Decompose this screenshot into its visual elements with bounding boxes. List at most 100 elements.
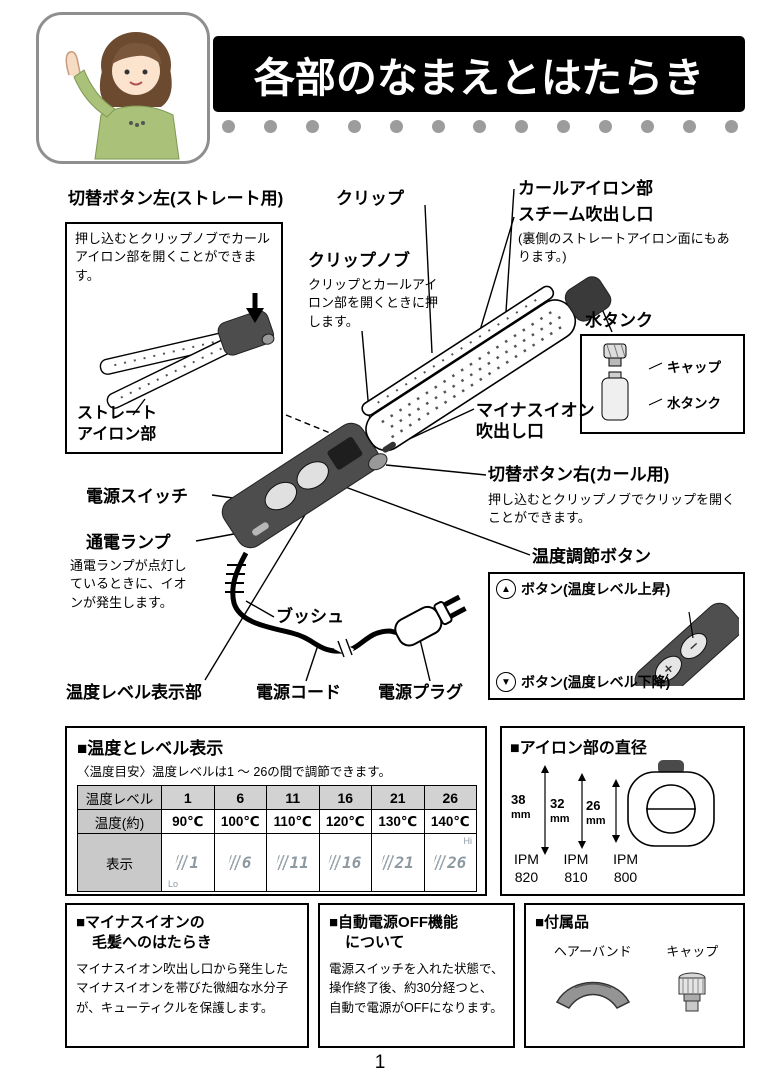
ion-body: マイナスイオン吹出し口から発生したマイナスイオンを帯びた微細な水分子が、キューテ…: [76, 962, 289, 1015]
temperature-table: 温度レベル 1 6 11 16 21 26 温度(約) 90℃ 100℃ 110…: [77, 785, 477, 892]
hairband-icon: [555, 981, 630, 1009]
accessory-cap: キャップ: [666, 941, 718, 1016]
diameter-illustration: 38 mm 32 mm 26 mm: [511, 760, 715, 855]
label-temp-button: 温度調節ボタン: [532, 547, 651, 566]
temp-cell: 90℃: [161, 809, 215, 834]
temp-buttons-box: ▲ ボタン(温度レベル上昇) ▼ ボタン(温度レベル下降): [488, 572, 745, 700]
level-cell: 16: [318, 785, 372, 810]
level-cell: 1: [161, 785, 215, 810]
label-water-tank: 水タンク: [585, 311, 653, 330]
temperature-section: ■温度とレベル表示 〈温度目安〉温度レベルは1 〜 26の間で調節できます。 温…: [65, 726, 487, 896]
label-bush: ブッシュ: [276, 607, 344, 626]
ion-heading-line2: 毛髪へのはたらき: [92, 933, 212, 951]
auto-off-heading-line1: ■自動電源OFF機能: [329, 914, 459, 931]
row-label-cell: 温度(約): [77, 809, 162, 834]
display-row: 表示 1 Lo 6 11 16 21 26: [77, 833, 477, 892]
clip-knob-part: [368, 453, 388, 471]
down-triangle-icon: ▼: [496, 672, 516, 692]
minus-ion-info-box: ■マイナスイオンの 毛髪へのはたらき マイナスイオン吹出し口から発生したマイナス…: [65, 903, 309, 1048]
label-power-cord: 電源コード: [256, 683, 341, 702]
auto-off-heading-line2: について: [345, 933, 405, 951]
up-button-row: ▲ ボタン(温度レベル上昇): [496, 579, 737, 599]
lo-indicator: Lo: [168, 879, 179, 889]
label-power-plug: 電源プラグ: [378, 683, 463, 702]
steam-level-icon: [380, 855, 395, 870]
title-dots: [222, 120, 738, 133]
label-straight-iron: ストレートアイロン部: [77, 405, 158, 444]
level-cell: 11: [266, 785, 320, 810]
cord-bushing-illustration: [225, 564, 246, 593]
accessories-heading: ■付属品: [535, 914, 590, 931]
down-button-row: ▼ ボタン(温度レベル下降): [496, 672, 670, 692]
display-cell: 26 Hi: [423, 833, 477, 892]
display-cell: 21: [371, 833, 425, 892]
svg-text:mm: mm: [511, 809, 531, 821]
minus-ion-outlet-part: [382, 441, 396, 453]
display-cell: 1 Lo: [161, 833, 215, 892]
auto-off-info-box: ■自動電源OFF機能 について 電源スイッチを入れた状態で、操作終了後、約30分…: [318, 903, 515, 1048]
steam-outlet-note: (裏側のストレートアイロン面にもあります。): [518, 231, 730, 265]
label-clip-knob: クリップノブ: [308, 251, 410, 270]
label-power-switch: 電源スイッチ: [86, 487, 188, 506]
level-row: 温度レベル 1 6 11 16 21 26: [77, 785, 477, 810]
row-label-cell: 表示: [77, 833, 162, 892]
pointer-line: [648, 362, 663, 370]
power-plug-illustration: [394, 594, 467, 647]
label-curl-iron: カールアイロン部: [518, 179, 654, 198]
power-lamp-part: [252, 522, 269, 536]
hi-indicator: Hi: [463, 836, 473, 846]
display-cell: 16: [318, 833, 372, 892]
row-label-cell: 温度レベル: [77, 785, 162, 810]
page-number: 1: [374, 1052, 386, 1073]
accessory-hairband: ヘアーバンド: [551, 941, 635, 1016]
switch-left-box: 押し込むとクリップノブでカールアイロン部を開くことができます。 ストレートアイロ…: [65, 222, 283, 454]
temp-button-part: [296, 461, 329, 490]
label-minus-ion-outlet: マイナスイオン吹出し口: [476, 401, 595, 442]
steam-level-icon: [227, 855, 242, 870]
level-cell: 6: [213, 785, 267, 810]
temp-cell: 100℃: [213, 809, 267, 834]
hairband-label: ヘアーバンド: [553, 943, 632, 959]
water-tank-cap-row: キャップ: [648, 356, 721, 376]
water-tank-tank-row: 水タンク: [648, 392, 721, 412]
svg-text:mm: mm: [550, 813, 570, 825]
display-cell: 11: [266, 833, 320, 892]
temp-cell: 140℃: [423, 809, 477, 834]
diameter-heading: ■アイロン部の直径: [510, 740, 647, 757]
temp-cell: 120℃: [318, 809, 372, 834]
accessories-box: ■付属品 ヘアーバンド キャップ: [524, 903, 745, 1048]
level-cell: 26: [423, 785, 477, 810]
clip-knob-desc: クリップとカールアイロン部を開くときに押します。: [308, 277, 439, 329]
temp-cell: 110℃: [266, 809, 320, 834]
power-switch-part: [264, 481, 298, 511]
cap-icon: [678, 972, 706, 1011]
page-title-text: 各部のなまえとはたらき: [253, 55, 705, 101]
svg-text:mm: mm: [586, 815, 606, 827]
temp-cell: 130℃: [371, 809, 425, 834]
diameter-section: ■アイロン部の直径 38 mm 32 mm 26 mm: [500, 726, 745, 896]
label-tank: 水タンク: [667, 396, 721, 411]
temperature-heading: ■温度とレベル表示: [77, 739, 224, 758]
power-cord-illustration: [230, 551, 399, 654]
woman-illustration: [65, 32, 180, 160]
label-temp-display: 温度レベル表示部: [66, 683, 202, 702]
label-steam-outlet: スチーム吹出し口: [518, 205, 654, 224]
water-tank-illustration: [601, 343, 629, 421]
header-frame: [36, 12, 210, 164]
svg-text:26: 26: [586, 798, 600, 813]
temp-buttons-illustration: [634, 602, 739, 686]
steam-level-icon: [432, 855, 447, 870]
label-switch-right: 切替ボタン右(カール用): [488, 465, 670, 484]
switch-right-desc: 押し込むとクリップノブでクリップを開くことができます。: [488, 492, 736, 526]
straight-iron-illustration: [99, 293, 275, 416]
up-triangle-icon: ▲: [496, 579, 516, 599]
label-clip: クリップ: [336, 189, 404, 208]
steam-level-icon: [275, 855, 290, 870]
label-switch-left: 切替ボタン左(ストレート用): [68, 189, 284, 208]
steam-level-icon: [327, 855, 342, 870]
